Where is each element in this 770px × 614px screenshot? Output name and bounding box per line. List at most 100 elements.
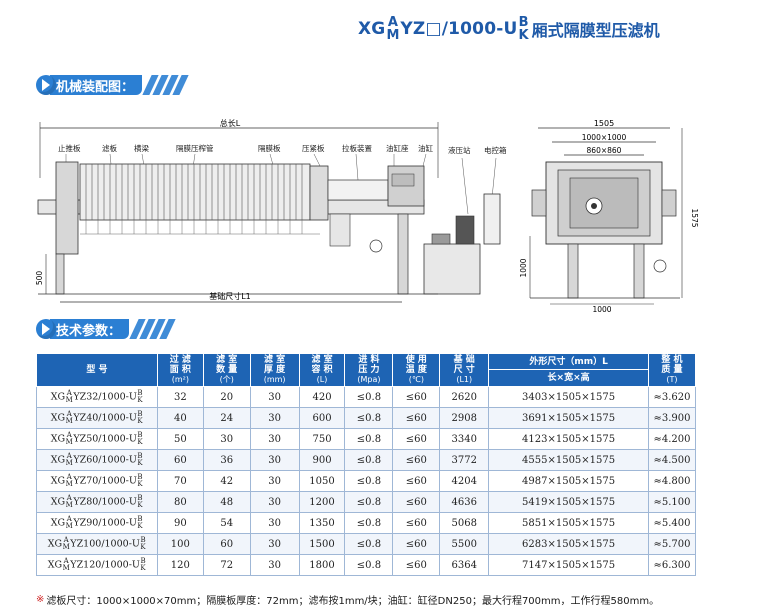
cell-mass: ≈4.800 (647, 470, 697, 492)
cell-area: 32 (156, 386, 204, 408)
label-control-box: 电控箱 (484, 145, 507, 155)
cell-pressure: ≤0.8 (344, 470, 394, 492)
cell-mass: ≈5.700 (647, 533, 697, 555)
cell-count: 54 (202, 512, 251, 534)
cell-thickness: 30 (249, 491, 300, 513)
header-base-size: 基 础尺 寸(L1) (439, 353, 490, 387)
cell-dimensions: 6283×1505×1575 (488, 533, 649, 555)
section-header-specs: 技术参数： (36, 318, 176, 340)
section-header-assembly: 机械装配图： (36, 74, 189, 96)
title-sup-k: K (518, 28, 529, 43)
cell-dimensions: 4555×1505×1575 (488, 449, 649, 471)
cell-area: 100 (156, 533, 204, 555)
cell-thickness: 30 (249, 386, 300, 408)
cell-area: 40 (156, 407, 204, 429)
cell-volume: 900 (298, 449, 346, 471)
footnote: ※ 滤板尺寸：1000×1000×70mm；隔膜板厚度：72mm；滤布按1mm/… (36, 589, 696, 609)
cell-count: 20 (202, 386, 251, 408)
dim-1505: 1505 (594, 119, 614, 128)
header-dimensions: 外形尺寸（mm）L (488, 353, 649, 370)
cell-mass: ≈6.300 (647, 554, 697, 576)
label-cylinder-seat: 油缸座 (386, 143, 409, 153)
cell-area: 90 (156, 512, 204, 534)
cell-volume: 750 (298, 428, 346, 450)
cell-count: 24 (202, 407, 251, 429)
cell-base-size: 2908 (439, 407, 490, 429)
cell-thickness: 30 (249, 428, 300, 450)
header-dimensions-sub: 长×宽×高 (488, 369, 649, 387)
assembly-drawing: 总长L 止推板 滤板 横梁 隔膜压榨管 隔膜板 压紧板 拉板装置 油缸座 油缸 … (35, 118, 699, 313)
cell-temperature: ≤60 (392, 533, 441, 555)
cell-base-size: 3772 (439, 449, 490, 471)
cell-base-size: 4204 (439, 470, 490, 492)
cell-mass: ≈4.500 (647, 449, 697, 471)
cell-temperature: ≤60 (392, 491, 441, 513)
dim-1000-side: 1000 (519, 258, 528, 277)
cell-base-size: 5068 (439, 512, 490, 534)
label-thrust-plate: 止推板 (58, 143, 81, 153)
dim-1575: 1575 (690, 208, 699, 227)
dim-860x860: 860×860 (587, 146, 622, 155)
cell-mass: ≈5.400 (647, 512, 697, 534)
cell-pressure: ≤0.8 (344, 533, 394, 555)
cell-pressure: ≤0.8 (344, 407, 394, 429)
header-thickness: 滤 室厚 度(mm) (249, 353, 300, 387)
cell-base-size: 4636 (439, 491, 490, 513)
cell-count: 42 (202, 470, 251, 492)
cell-mass: ≈3.620 (647, 386, 697, 408)
cell-temperature: ≤60 (392, 449, 441, 471)
cell-thickness: 30 (249, 512, 300, 534)
cell-volume: 1200 (298, 491, 346, 513)
decorative-stripes (129, 319, 176, 339)
cell-volume: 1500 (298, 533, 346, 555)
cell-dimensions: 5419×1505×1575 (488, 491, 649, 513)
footnote-text: 滤板尺寸：1000×1000×70mm；隔膜板厚度：72mm；滤布按1mm/块；… (46, 595, 660, 607)
cell-base-size: 5500 (439, 533, 490, 555)
title-sup-a: A (387, 15, 398, 30)
cell-temperature: ≤60 (392, 386, 441, 408)
cell-temperature: ≤60 (392, 407, 441, 429)
cell-pressure: ≤0.8 (344, 554, 394, 576)
arrow-circle-icon (36, 75, 56, 95)
dim-500: 500 (35, 271, 44, 286)
cell-count: 72 (202, 554, 251, 576)
cell-count: 30 (202, 428, 251, 450)
cell-volume: 1350 (298, 512, 346, 534)
cell-dimensions: 3403×1505×1575 (488, 386, 649, 408)
label-press-plate: 压紧板 (302, 143, 325, 153)
label-cylinder: 油缸 (418, 143, 433, 153)
cell-volume: 1050 (298, 470, 346, 492)
title-superscript-am: A M (386, 16, 399, 42)
cell-count: 36 (202, 449, 251, 471)
header-count: 滤 室数 量(个) (202, 353, 251, 387)
footnote-mark: ※ (36, 593, 45, 605)
arrow-circle-icon (36, 319, 56, 339)
title-mid: YZ□/1000-U (400, 19, 518, 39)
cell-base-size: 2620 (439, 386, 490, 408)
cell-pressure: ≤0.8 (344, 491, 394, 513)
title-sup-m: M (386, 28, 400, 43)
label-diaphragm-pipe: 隔膜压榨管 (176, 143, 214, 153)
cell-dimensions: 4987×1505×1575 (488, 470, 649, 492)
cell-temperature: ≤60 (392, 470, 441, 492)
cell-area: 80 (156, 491, 204, 513)
header-temperature: 使 用温 度(℃) (392, 353, 441, 387)
label-hydraulic-station: 液压站 (448, 145, 471, 155)
page-title: XG A M YZ□/1000-U B K 厢式隔膜型压滤机 (358, 12, 660, 46)
cell-pressure: ≤0.8 (344, 386, 394, 408)
cell-temperature: ≤60 (392, 512, 441, 534)
title-prefix: XG (358, 19, 386, 39)
header-model: 型 号 (36, 353, 158, 387)
label-pull-device: 拉板装置 (342, 143, 372, 153)
title-suffix: 厢式隔膜型压滤机 (531, 21, 660, 40)
total-length-label: 总长L (220, 118, 241, 128)
dim-1000-bottom: 1000 (592, 305, 611, 313)
cell-temperature: ≤60 (392, 554, 441, 576)
